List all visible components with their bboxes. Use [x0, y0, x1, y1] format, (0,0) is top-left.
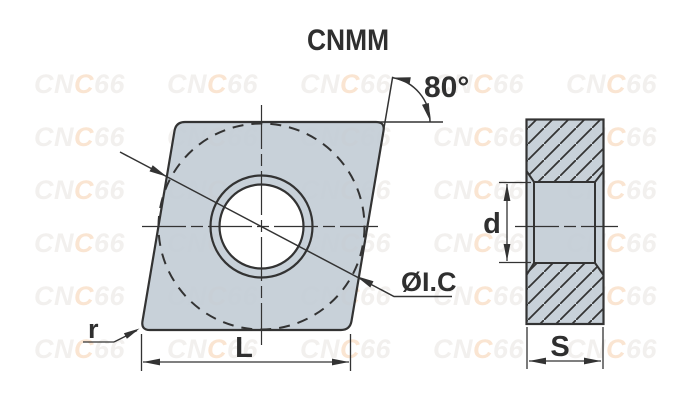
angle-arc-arrowhead-top [392, 77, 411, 85]
radius-arrowhead [123, 328, 140, 339]
watermark-text: 66 [94, 122, 126, 152]
watermark-text: 66 [94, 228, 126, 258]
watermark-text: 66 [493, 122, 525, 152]
watermark-text: CN [34, 334, 74, 364]
front-view: ØI.C 80° r L [83, 71, 469, 371]
watermark-text: C [473, 228, 493, 258]
watermark: CNC66 [34, 71, 125, 98]
length-arrowhead-left [143, 358, 160, 366]
ic-arrowhead-upper [149, 165, 167, 177]
watermark-text: C [207, 69, 227, 99]
watermark: CNC66 [433, 71, 524, 98]
watermark-text: 66 [626, 228, 658, 258]
watermark-text: 66 [626, 122, 658, 152]
watermark-text: CN [300, 334, 340, 364]
watermark: CNC66 [34, 177, 125, 204]
hole-arrowhead-top [503, 184, 511, 201]
watermark-text: 66 [626, 69, 658, 99]
corner-radius-label: r [88, 314, 99, 344]
watermark-text: 66 [493, 281, 525, 311]
watermark-text: CN [34, 228, 74, 258]
watermark-text: C [473, 175, 493, 205]
watermark: CNC66 [167, 336, 258, 363]
watermark-text: 66 [94, 334, 126, 364]
watermark-text: C [473, 281, 493, 311]
watermark-text: CN [433, 122, 473, 152]
watermark-text: 66 [227, 334, 259, 364]
watermark-text: CN [34, 122, 74, 152]
angle-arc-arrowhead-bottom [422, 103, 431, 122]
watermark-text: C [74, 228, 94, 258]
watermark-text: 66 [626, 334, 658, 364]
watermark-text: C [473, 69, 493, 99]
watermark: CNC66 [300, 71, 391, 98]
thickness-label: S [550, 331, 569, 363]
watermark: CNC66 [433, 336, 524, 363]
watermark-text: CN [433, 228, 473, 258]
watermark-text: 66 [227, 69, 259, 99]
side-view: d S [483, 118, 618, 369]
watermark-text: C [606, 122, 626, 152]
watermark-text: 66 [360, 334, 392, 364]
ic-label: ØI.C [401, 267, 457, 297]
watermark-text: 66 [493, 69, 525, 99]
section-hatch-top [526, 119, 604, 182]
watermark-text: 66 [360, 69, 392, 99]
watermark: CNC66 [34, 124, 125, 151]
watermark-text: C [74, 281, 94, 311]
watermark-text: C [606, 69, 626, 99]
hole-diameter-label: d [483, 208, 501, 240]
watermark-text: CN [34, 281, 74, 311]
watermark-text: CN [433, 175, 473, 205]
watermark-text: CN [566, 69, 606, 99]
watermark-text: 66 [94, 281, 126, 311]
watermark-text: CN [167, 69, 207, 99]
watermark-text: C [74, 175, 94, 205]
watermark-text: CN [34, 175, 74, 205]
watermark-text: C [606, 175, 626, 205]
watermark: CNC66 [300, 336, 391, 363]
ic-leader-line [119, 151, 452, 298]
watermark-text: CN [433, 69, 473, 99]
thickness-arrowhead-right [584, 357, 601, 365]
watermark-text: C [606, 334, 626, 364]
angle-edge-extension-line [382, 76, 394, 136]
hole-profile-lines [525, 170, 605, 276]
watermark-text: CN [34, 69, 74, 99]
watermark-text: CN [167, 334, 207, 364]
watermark: CNC66 [433, 177, 524, 204]
watermark-text: C [606, 281, 626, 311]
watermark-text: C [74, 122, 94, 152]
watermark-text: C [606, 228, 626, 258]
watermark-text: 66 [626, 175, 658, 205]
watermark: CNC66 [167, 71, 258, 98]
watermark-text: 66 [626, 281, 658, 311]
watermark-text: C [340, 69, 360, 99]
thickness-arrowhead-left [529, 357, 546, 365]
ic-arrowhead-lower [356, 276, 374, 288]
watermark-text: C [340, 334, 360, 364]
watermark: CNC66 [34, 230, 125, 257]
hole-arrowhead-bottom [503, 244, 511, 261]
watermark-text: C [473, 122, 493, 152]
watermark: CNC66 [433, 230, 524, 257]
angle-label: 80° [424, 71, 469, 104]
page-title: CNMM [307, 22, 389, 56]
watermark-text: C [74, 69, 94, 99]
watermark-text: 66 [94, 175, 126, 205]
watermark-text: CN [300, 69, 340, 99]
watermark-text: 66 [94, 69, 126, 99]
length-arrowhead-right [332, 358, 349, 366]
length-label: L [235, 332, 253, 364]
watermark: CNC66 [433, 283, 524, 310]
watermark: CNC66 [566, 71, 657, 98]
watermark: CNC66 [433, 124, 524, 151]
watermark-text: C [207, 334, 227, 364]
watermark-text: CN [433, 334, 473, 364]
section-hatch-bottom [526, 263, 604, 324]
watermark-text: 66 [493, 334, 525, 364]
watermark: CNC66 [34, 283, 125, 310]
watermark-text: C [473, 334, 493, 364]
